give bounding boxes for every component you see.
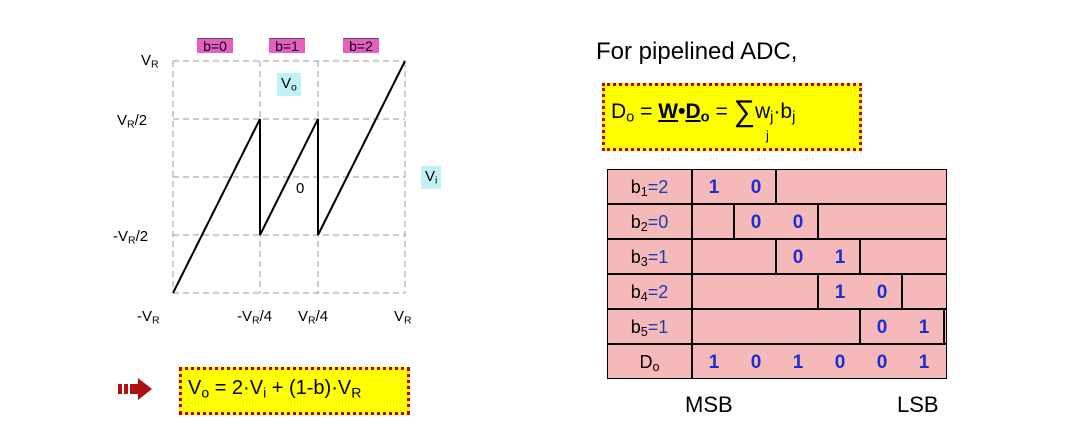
bit-value: 0 [792, 212, 804, 233]
x-label-neg-vr: -VR [137, 308, 160, 327]
sum-index: j [766, 128, 769, 143]
bit-value: 0 [750, 212, 762, 233]
result-bit: 0 [876, 352, 888, 373]
origin-label: 0 [296, 180, 305, 197]
y-label-neg-vr-half: -VR/2 [113, 228, 149, 247]
x-label-vr: VR [394, 308, 412, 327]
row-label: b1=2 [607, 169, 692, 204]
row-label: b2=0 [607, 204, 692, 239]
result-bit: 1 [708, 352, 720, 373]
band-label-b0: b=0 [197, 38, 233, 53]
blank-cell [818, 204, 947, 239]
bit-value: 0 [792, 247, 804, 268]
plot-svg [172, 60, 406, 294]
blank-cell [944, 309, 947, 344]
blank-cell [692, 309, 860, 344]
band-label-b2: b=2 [343, 38, 379, 53]
msb-label: MSB [685, 392, 733, 417]
x-label-vr4: VR/4 [298, 308, 329, 327]
residue-formula-box: Vo = 2·Vi + (1-b)·VR [179, 367, 410, 415]
bit-value: 1 [834, 247, 846, 268]
result-bit: 0 [750, 352, 762, 373]
row-label: b4=2 [607, 274, 692, 309]
vo-axis-label: Vo [277, 73, 301, 96]
bit-value: 0 [750, 177, 762, 198]
band-label-b1: b=1 [269, 38, 305, 53]
bit-value: 0 [876, 317, 888, 338]
y-label-vr-half: VR/2 [117, 112, 148, 131]
arrow-icon [118, 378, 152, 400]
blank-cell [902, 274, 947, 309]
row-label: b3=1 [607, 239, 692, 274]
bit-value: 1 [834, 282, 846, 303]
result-bit: 0 [834, 352, 846, 373]
result-bit: 1 [792, 352, 804, 373]
x-label-neg-vr4: -VR/4 [237, 308, 273, 327]
result-bits-cell: 1 0 1 0 0 1 [692, 344, 947, 379]
blank-cell [692, 204, 734, 239]
result-label: Do [607, 344, 692, 379]
bit-value: 1 [918, 317, 930, 338]
row-label: b5=1 [607, 309, 692, 344]
result-row: Do 1 0 1 0 0 1 [607, 344, 947, 379]
bit-value: 1 [708, 177, 720, 198]
page-title: For pipelined ADC, [596, 38, 798, 65]
residue-curve [172, 60, 406, 294]
vi-axis-label: Vi [421, 166, 442, 189]
blank-cell [692, 274, 818, 309]
result-bit: 1 [918, 352, 930, 373]
output-formula-box: Do = W•Do = ∑wj·bj j [602, 83, 862, 151]
bit-value: 0 [876, 282, 888, 303]
lsb-label: LSB [897, 392, 939, 417]
output-formula: Do = W•Do = ∑wj·bj [611, 95, 796, 128]
blank-cell [776, 169, 947, 204]
residue-formula: Vo = 2·Vi + (1-b)·VR [188, 377, 362, 401]
y-label-vr: VR [141, 52, 159, 71]
blank-cell [860, 239, 947, 274]
blank-cell [692, 239, 776, 274]
